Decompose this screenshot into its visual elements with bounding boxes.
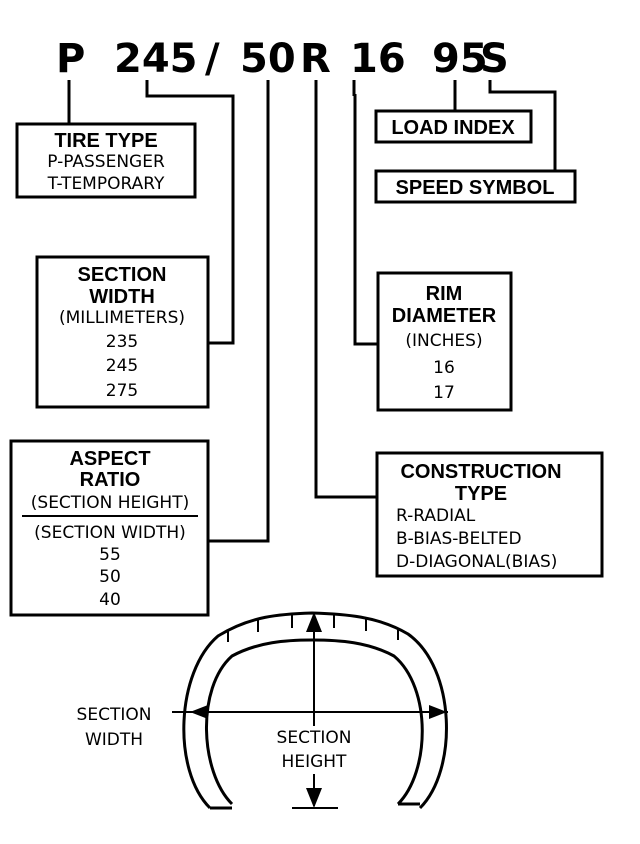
section-width-value: 275 <box>106 381 138 401</box>
leader-section-width <box>145 80 235 345</box>
section-width-value: 245 <box>106 356 138 376</box>
aspect-ratio-denominator: (SECTION WIDTH) <box>34 523 186 543</box>
code-section-width: 245 <box>114 36 198 82</box>
aspect-ratio-value: 50 <box>99 567 121 587</box>
section-height-label-1: SECTION <box>277 728 352 748</box>
rim-diameter-value: 17 <box>433 383 455 403</box>
aspect-ratio-box: ASPECT RATIO (SECTION HEIGHT) (SECTION W… <box>9 439 210 617</box>
rim-diameter-title-1: RIM <box>426 283 463 305</box>
code-construction: R <box>300 36 331 82</box>
width-arrowhead-right <box>429 705 447 719</box>
tire-type-item-passenger: P-PASSENGER <box>47 152 165 172</box>
aspect-ratio-value: 40 <box>99 590 121 610</box>
height-arrowhead-bottom <box>306 788 322 808</box>
tire-type-title: TIRE TYPE <box>54 130 157 152</box>
construction-type-box: CONSTRUCTION TYPE R-RADIAL B-BIAS-BELTED… <box>375 451 604 578</box>
construction-type-title-1: CONSTRUCTION <box>400 461 561 483</box>
construction-type-item-bias-belted: B-BIAS-BELTED <box>396 529 522 549</box>
code-tire-type: P <box>56 36 85 82</box>
section-width-box: SECTION WIDTH (MILLIMETERS) 235 245 275 <box>35 255 210 409</box>
code-rim-diameter: 16 <box>350 36 406 82</box>
code-slash: / <box>205 36 220 82</box>
tire-cross-section: SECTION WIDTH SECTION HEIGHT <box>77 611 448 810</box>
code-aspect-ratio: 50 <box>240 36 296 82</box>
aspect-ratio-value: 55 <box>99 545 121 565</box>
section-width-title-2: WIDTH <box>89 286 155 308</box>
leader-speed-symbol <box>488 80 557 170</box>
rim-diameter-unit: (INCHES) <box>405 331 482 351</box>
tread-grooves <box>227 614 399 642</box>
leader-construction-type <box>314 80 378 499</box>
speed-symbol-title: SPEED SYMBOL <box>396 177 555 199</box>
tire-type-item-temporary: T-TEMPORARY <box>47 174 165 194</box>
tire-type-box: TIRE TYPE P-PASSENGER T-TEMPORARY <box>15 122 197 199</box>
section-width-value: 235 <box>106 332 138 352</box>
load-index-box: LOAD INDEX <box>374 109 533 144</box>
tire-code: P 245 / 50 R 16 95 S <box>56 36 509 82</box>
construction-type-item-radial: R-RADIAL <box>396 506 476 526</box>
rim-diameter-value: 16 <box>433 358 455 378</box>
construction-type-item-diagonal: D-DIAGONAL(BIAS) <box>396 552 557 572</box>
section-width-label-2: WIDTH <box>85 730 143 750</box>
leader-rim-diameter <box>352 80 380 346</box>
code-load-index: 95 <box>432 36 488 82</box>
leader-lines <box>67 80 557 543</box>
section-width-unit: (MILLIMETERS) <box>59 308 185 328</box>
section-width-title-1: SECTION <box>78 264 167 286</box>
tire-outer-profile <box>182 611 448 810</box>
aspect-ratio-numerator: (SECTION HEIGHT) <box>31 493 189 513</box>
construction-type-title-2: TYPE <box>455 483 507 505</box>
speed-symbol-box: SPEED SYMBOL <box>374 169 577 204</box>
height-label-backdrop <box>262 726 366 774</box>
width-arrowhead-left <box>190 705 208 719</box>
rim-diameter-title-2: DIAMETER <box>392 305 497 327</box>
height-arrowhead-top <box>306 612 322 632</box>
leader-aspect-ratio <box>206 80 270 543</box>
code-speed-symbol: S <box>480 36 509 82</box>
rim-diameter-box: RIM DIAMETER (INCHES) 16 17 <box>376 271 513 412</box>
section-height-label-2: HEIGHT <box>282 752 347 772</box>
aspect-ratio-title-2: RATIO <box>80 469 141 491</box>
section-width-label-1: SECTION <box>77 705 152 725</box>
load-index-title: LOAD INDEX <box>391 117 515 139</box>
aspect-ratio-title-1: ASPECT <box>69 448 150 470</box>
